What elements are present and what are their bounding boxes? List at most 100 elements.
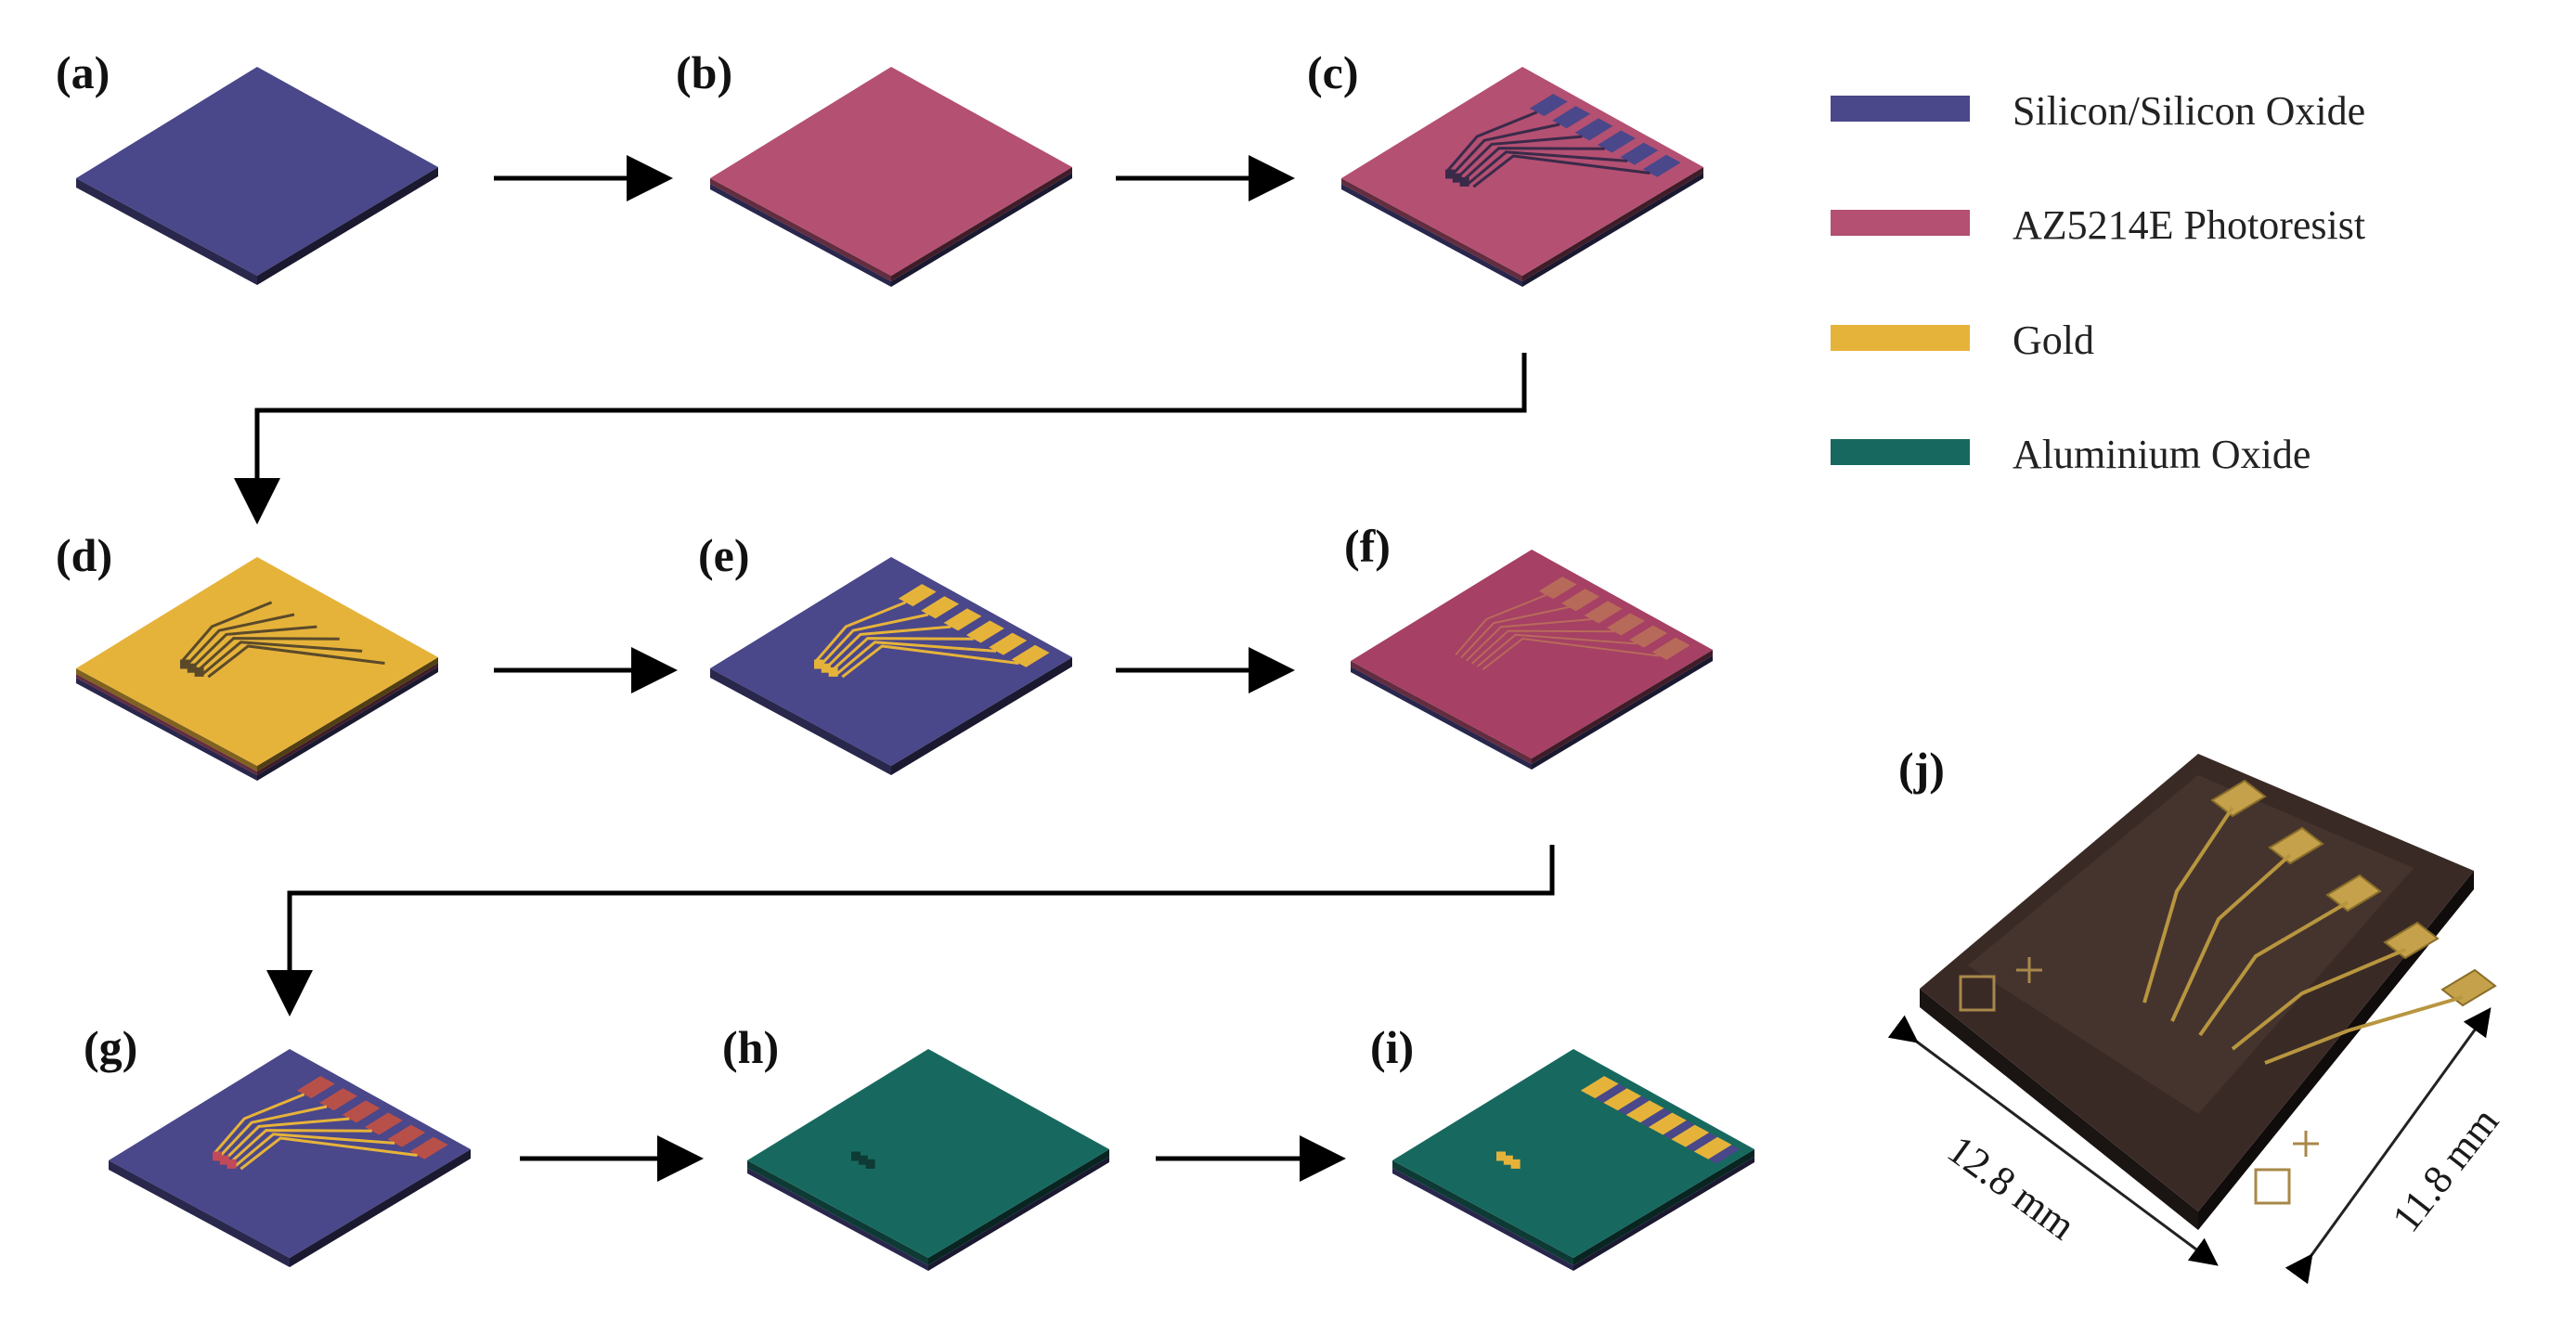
electrode-trace — [1461, 147, 1605, 182]
legend-swatch-photoresist — [1831, 210, 1970, 236]
electrode-window — [219, 1155, 229, 1165]
photo-pad — [2210, 779, 2267, 818]
electrode-trace — [190, 625, 317, 669]
wafer-g — [109, 1049, 471, 1267]
electrode-window — [1445, 169, 1455, 179]
photo-trace — [2170, 853, 2292, 1022]
photo-pad — [2268, 826, 2324, 865]
electrode-trace — [1482, 637, 1660, 670]
panel-label-j: (j) — [1898, 743, 1945, 795]
legend-label-gold: Gold — [2013, 317, 2094, 363]
panel-label-d: (d) — [56, 529, 112, 581]
wafer-f — [1351, 550, 1713, 770]
wafer-h — [747, 1049, 1109, 1271]
arrow-c-to-d — [234, 353, 1527, 525]
electrode-trace — [1460, 606, 1570, 659]
dimension-label-height: 11.8 mm — [2383, 1099, 2507, 1240]
wafer-side-right — [257, 167, 438, 285]
wafer-side-left — [109, 1160, 290, 1267]
wafer-side-left — [1392, 1160, 1573, 1265]
wafer-side-left — [1341, 184, 1522, 287]
wafer-side-left — [1392, 1168, 1573, 1271]
wafer-side-right — [1532, 655, 1713, 770]
panel-label-e: (e) — [698, 529, 750, 581]
wafer-side-left — [747, 1160, 928, 1265]
electrode-trace — [1470, 629, 1614, 665]
electrode-trace — [813, 601, 907, 664]
electrode-pad — [1603, 1088, 1642, 1111]
electrode-pad — [1625, 1100, 1664, 1123]
wafer-b — [710, 67, 1072, 287]
exposed-substrate — [1708, 1145, 1741, 1164]
dimension-arrow-height — [2285, 1007, 2492, 1285]
wafer-top — [76, 557, 438, 766]
electrode-window — [180, 659, 189, 669]
electrode-trace — [179, 601, 273, 664]
electrode-window — [1459, 176, 1469, 187]
electrode-window — [1452, 173, 1462, 183]
wafer-top — [710, 557, 1072, 766]
photo-trace — [2142, 806, 2234, 1004]
electrode-window — [1510, 1159, 1521, 1169]
wafer-side-right — [891, 173, 1072, 287]
electrode-trace — [201, 641, 363, 676]
wafer-side-right — [891, 167, 1072, 281]
wafer-top — [1392, 1049, 1754, 1258]
exposed-substrate — [1595, 1083, 1627, 1103]
arrow-f-to-g — [266, 845, 1555, 1017]
panel-label-c: (c) — [1307, 46, 1359, 98]
legend-label-photoresist: AZ5214E Photoresist — [2013, 202, 2365, 248]
exposed-substrate — [1640, 1107, 1673, 1128]
photo-trace — [2198, 900, 2349, 1037]
electrode-trace — [196, 637, 340, 672]
electrode-pad — [1606, 613, 1645, 636]
wafer-side-left — [1351, 661, 1532, 764]
alignment-square — [2254, 1168, 2291, 1205]
electrode-trace — [1444, 110, 1538, 174]
panel-label-h: (h) — [722, 1021, 779, 1073]
electrode-trace — [223, 1117, 350, 1161]
wafer-top — [747, 1049, 1109, 1258]
electrode-pad — [1552, 106, 1591, 129]
electrode-pad — [1642, 154, 1681, 177]
electrode-window — [828, 667, 838, 677]
legend-swatch-silicon — [1831, 96, 1970, 122]
electrode-pad — [296, 1076, 335, 1099]
wafer-d — [76, 557, 438, 781]
electrode-pad — [1620, 142, 1659, 165]
wafer-side-right — [257, 657, 438, 771]
wafer-side-right — [1573, 1149, 1754, 1265]
electrode-pad — [965, 620, 1004, 643]
electrode-trace — [1472, 154, 1650, 188]
wafer-side-right — [928, 1157, 1109, 1271]
wafer-side-right — [290, 1149, 471, 1267]
electrode-window — [851, 1151, 861, 1161]
wafer-side-left — [747, 1168, 928, 1271]
wafer-a — [76, 67, 438, 285]
electrode-pad — [1584, 601, 1623, 624]
electrode-pad — [1011, 644, 1050, 667]
electrode-pad — [342, 1100, 381, 1123]
electrode-pad — [1597, 130, 1636, 153]
device-photo: 12.8 mm 11.8 mm — [1887, 754, 2507, 1285]
panel-label-g: (g) — [84, 1021, 137, 1073]
electrode-trace — [217, 1105, 328, 1159]
wafer-top — [76, 67, 438, 276]
electrode-trace — [234, 1133, 395, 1168]
electrode-pad — [1561, 589, 1600, 612]
exposed-substrate — [1617, 1095, 1650, 1115]
electrode-pad — [1580, 1076, 1619, 1099]
electrode-trace — [212, 1093, 305, 1156]
electrode-trace — [185, 613, 295, 667]
electrode-pad — [1693, 1136, 1732, 1159]
wafer-top — [1341, 67, 1703, 276]
electrode-trace — [1450, 123, 1560, 176]
electrode-window — [187, 663, 197, 673]
electrode-window — [865, 1159, 875, 1169]
electrode-trace — [1476, 633, 1638, 667]
wafer-i — [1392, 1049, 1754, 1271]
wafer-side-right — [257, 663, 438, 775]
electrode-trace — [841, 644, 1019, 679]
electrode-pad — [409, 1136, 448, 1159]
